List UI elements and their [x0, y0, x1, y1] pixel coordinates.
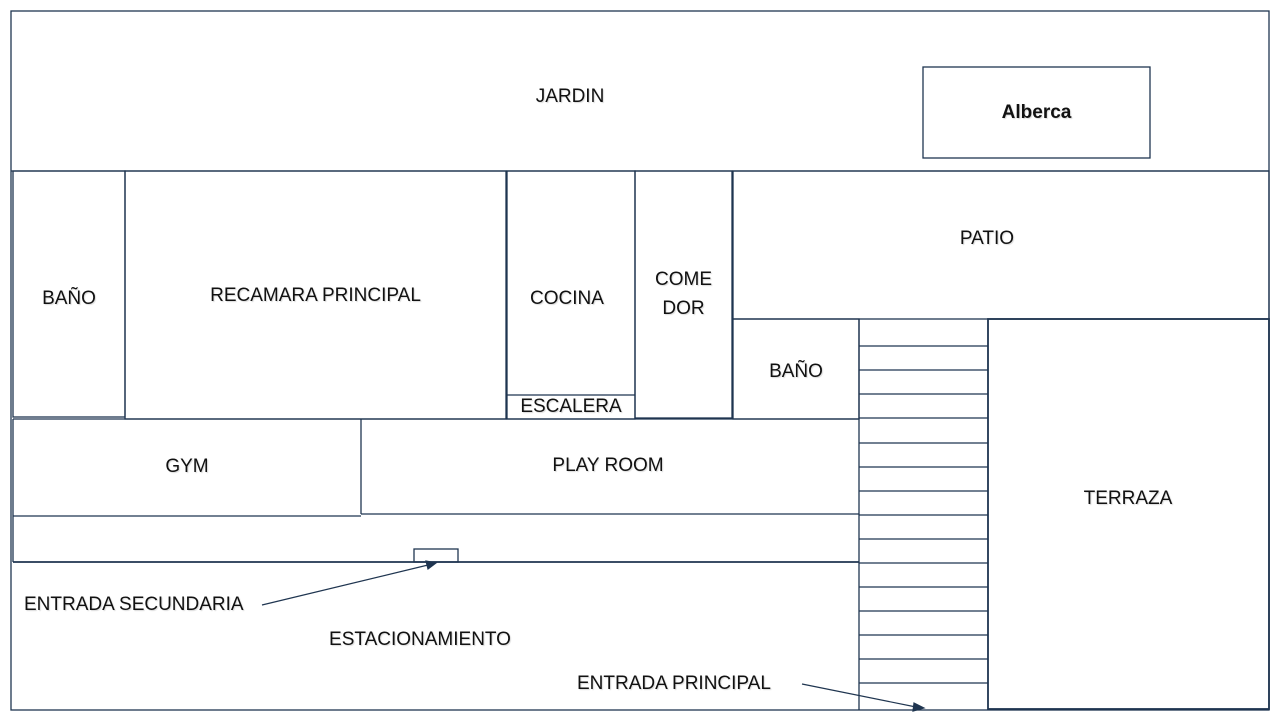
patio-label: PATIO	[959, 228, 1015, 249]
play-room-label: PLAY ROOM	[552, 455, 664, 476]
secondary-door	[413, 548, 459, 563]
terrace-label: TERRAZA	[1083, 488, 1173, 509]
main-entrance-arrow	[801, 683, 917, 708]
bath-left-label: BAÑO	[42, 288, 96, 309]
secondary-entrance-arrow	[261, 564, 429, 606]
terrace-outline	[987, 318, 1270, 710]
pool-outline	[922, 66, 1151, 159]
dining-label-line1: COME	[655, 269, 712, 290]
pool-label: Alberca	[1001, 102, 1072, 123]
main-entrance-label: ENTRADA PRINCIPAL	[577, 673, 771, 694]
stairs-label: ESCALERA	[520, 396, 622, 417]
master-bedroom-label: RECAMARA PRINCIPAL	[210, 285, 421, 306]
bath-right-label: BAÑO	[769, 361, 823, 382]
secondary-entrance-label: ENTRADA SECUNDARIA	[24, 594, 244, 615]
stair-steps	[859, 345, 988, 684]
dining-label-line2: DOR	[662, 298, 705, 319]
parking-label: ESTACIONAMIENTO	[329, 629, 511, 650]
garden-label: JARDIN	[535, 86, 605, 107]
gym-label: GYM	[165, 456, 209, 477]
kitchen-label: COCINA	[530, 288, 604, 309]
